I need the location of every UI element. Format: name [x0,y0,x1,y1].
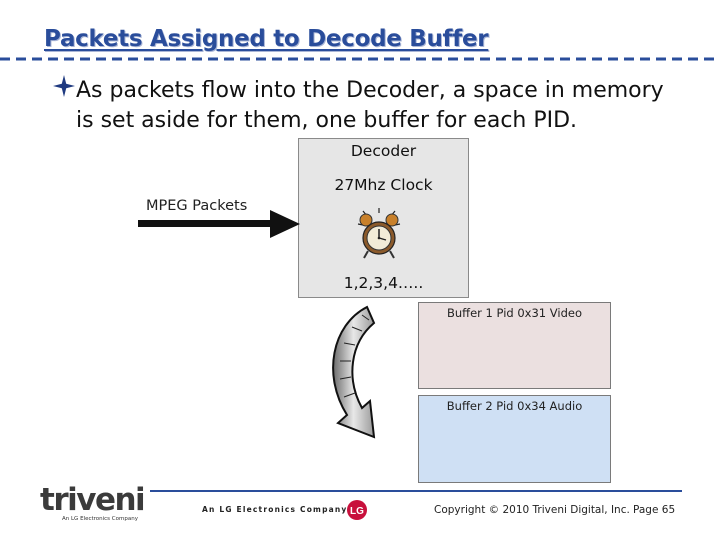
lg-logo-icon: LG [346,499,368,521]
slide-title: Packets Assigned to Decode Buffer [44,26,488,52]
buffer-1-label: Buffer 1 Pid 0x31 Video [418,306,611,320]
company-tagline: An LG Electronics Company [202,505,348,514]
svg-text:LG: LG [350,506,364,517]
mpeg-input-arrow [138,208,302,240]
clock-label: 27Mhz Clock [298,176,469,194]
copyright-text: Copyright © 2010 Triveni Digital, Inc. [434,504,630,516]
page-number: Page 65 [633,504,675,516]
alarm-clock-icon [355,208,403,262]
triveni-logo: triveni [40,482,144,518]
title-dashed-rule [0,56,720,62]
footer-rule [150,490,682,492]
triveni-logo-subtext: An LG Electronics Company [62,516,138,522]
counter-label: 1,2,3,4….. [298,274,469,292]
curved-arrow-icon [322,305,417,445]
decoder-label: Decoder [298,142,469,160]
bullet-text: As packets flow into the Decoder, a spac… [76,76,676,136]
buffer-2-label: Buffer 2 Pid 0x34 Audio [418,399,611,413]
star-bullet-icon [52,74,76,98]
